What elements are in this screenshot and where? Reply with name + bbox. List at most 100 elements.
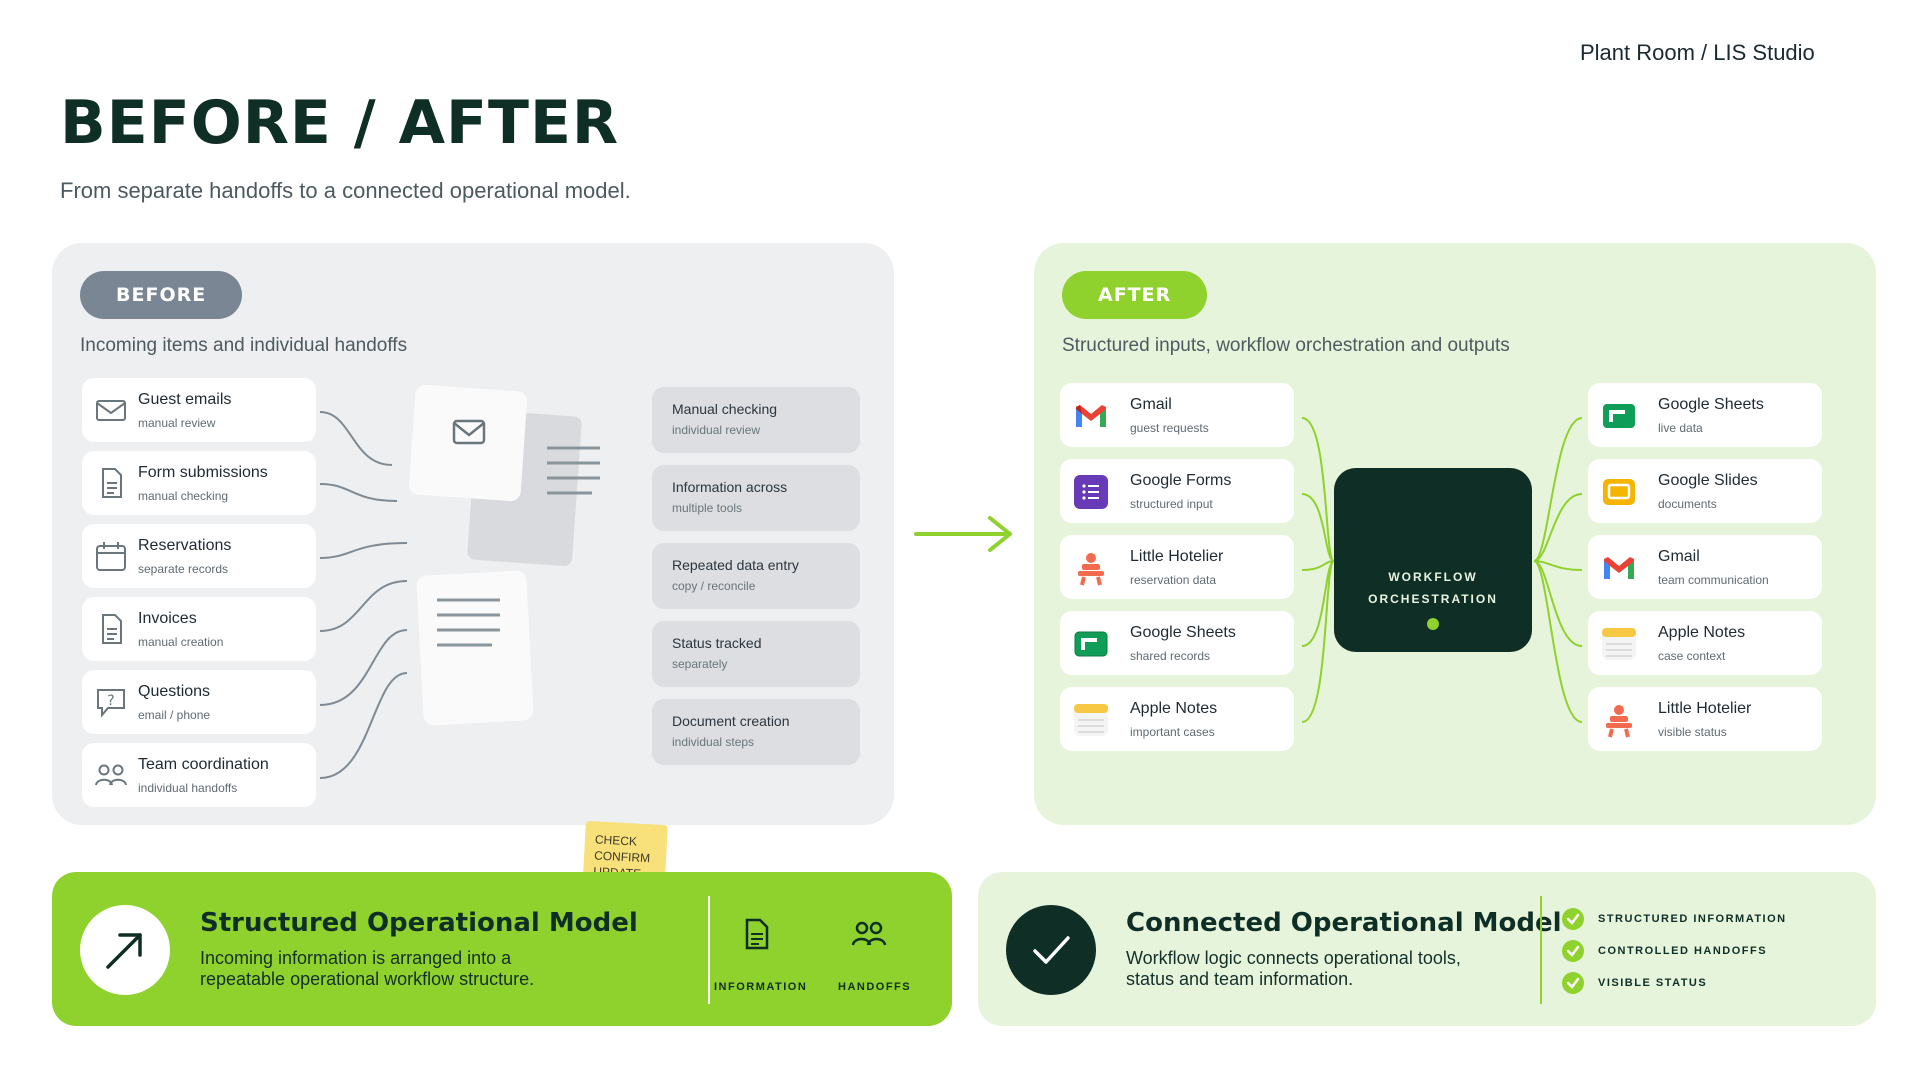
apple-notes-logo bbox=[1074, 704, 1108, 736]
output-card: Apple Notes case context bbox=[1588, 611, 1822, 675]
item-title: Invoices bbox=[138, 610, 197, 627]
item-title: Team coordination bbox=[138, 756, 269, 773]
task-card: Manual checking individual review bbox=[652, 387, 860, 453]
output-title: Gmail bbox=[1658, 548, 1700, 565]
check-label: STRUCTURED INFORMATION bbox=[1598, 913, 1787, 925]
mail-icon bbox=[96, 400, 126, 421]
input-card: Google Forms structured input bbox=[1060, 459, 1294, 523]
input-title: Little Hotelier bbox=[1130, 548, 1224, 565]
before-subtitle: Incoming items and individual handoffs bbox=[80, 335, 408, 356]
output-sub: live data bbox=[1658, 421, 1703, 435]
hub-label: ORCHESTRATION bbox=[1368, 592, 1498, 606]
before-item: Invoices manual creation bbox=[82, 597, 316, 661]
google-slides-logo bbox=[1603, 479, 1635, 505]
input-title: Google Forms bbox=[1130, 472, 1232, 489]
status-dot bbox=[1427, 618, 1439, 630]
task-title: Repeated data entry bbox=[672, 557, 799, 573]
calendar-icon bbox=[96, 542, 126, 571]
output-sub: team communication bbox=[1658, 573, 1769, 587]
card-title: Connected Operational Model bbox=[1126, 908, 1562, 938]
before-item: Form submissions manual checking bbox=[82, 451, 316, 515]
apple-notes-logo bbox=[1602, 628, 1636, 660]
google-forms-logo bbox=[1074, 475, 1108, 509]
output-card: Little Hotelier visible status bbox=[1588, 687, 1822, 751]
output-card: Google Slides documents bbox=[1588, 459, 1822, 523]
information-caption: INFORMATION bbox=[714, 981, 808, 993]
output-title: Little Hotelier bbox=[1658, 700, 1752, 717]
task-card: Information across multiple tools bbox=[652, 465, 860, 531]
before-item: ? Questions email / phone bbox=[82, 670, 316, 734]
input-card: Gmail guest requests bbox=[1060, 383, 1294, 447]
item-title: Reservations bbox=[138, 537, 232, 554]
hub-label: WORKFLOW bbox=[1388, 570, 1478, 584]
handoffs-caption: HANDOFFS bbox=[838, 981, 912, 993]
after-connectors bbox=[1301, 417, 1583, 723]
card-body: Incoming information is arranged into a … bbox=[200, 948, 535, 989]
studio-label: Plant Room / LIS Studio bbox=[1580, 40, 1815, 65]
item-sub: manual creation bbox=[138, 635, 224, 649]
task-title: Document creation bbox=[672, 713, 790, 729]
input-sub: structured input bbox=[1130, 497, 1213, 511]
people-icon bbox=[95, 764, 127, 786]
document-icon bbox=[745, 918, 769, 950]
before-item: Reservations separate records bbox=[82, 524, 316, 588]
little-hotelier-logo bbox=[1078, 553, 1104, 586]
input-sub: reservation data bbox=[1130, 573, 1217, 587]
little-hotelier-logo bbox=[1606, 705, 1632, 738]
structured-model-card: Structured Operational Model Incoming in… bbox=[52, 872, 952, 1026]
output-card: Google Sheets live data bbox=[1588, 383, 1822, 447]
output-title: Google Sheets bbox=[1658, 396, 1764, 413]
item-title: Guest emails bbox=[138, 391, 232, 408]
input-sub: shared records bbox=[1130, 649, 1211, 663]
divider bbox=[1540, 896, 1542, 1004]
check-item: VISIBLE STATUS bbox=[1562, 972, 1852, 994]
check-label: VISIBLE STATUS bbox=[1598, 977, 1708, 989]
people-icon bbox=[851, 921, 887, 946]
input-card: Google Sheets shared records bbox=[1060, 611, 1294, 675]
item-sub: individual handoffs bbox=[138, 781, 238, 795]
before-item: Team coordination individual handoffs bbox=[82, 743, 316, 807]
check-item: CONTROLLED HANDOFFS bbox=[1562, 940, 1852, 962]
task-card: Status tracked separately bbox=[652, 621, 860, 687]
google-sheets-logo bbox=[1074, 631, 1108, 657]
item-sub: separate records bbox=[138, 562, 229, 576]
page-subtitle: From separate handoffs to a connected op… bbox=[60, 178, 631, 203]
check-label: CONTROLLED HANDOFFS bbox=[1598, 945, 1768, 957]
question-icon: ? bbox=[97, 689, 125, 718]
gmail-logo bbox=[1076, 405, 1106, 427]
after-pill: AFTER bbox=[1062, 271, 1208, 319]
input-card: Little Hotelier reservation data bbox=[1060, 535, 1294, 599]
check-icon bbox=[1562, 908, 1584, 930]
card-body: Workflow logic connects operational tool… bbox=[1126, 948, 1461, 989]
arrow-right-icon bbox=[914, 516, 1012, 552]
input-sub: guest requests bbox=[1130, 421, 1209, 435]
task-sub: copy / reconcile bbox=[672, 579, 756, 593]
arrow-up-right-icon bbox=[80, 905, 170, 995]
output-card: Gmail team communication bbox=[1588, 535, 1822, 599]
mail-icon bbox=[452, 419, 486, 445]
task-sub: multiple tools bbox=[672, 501, 743, 515]
before-item: Guest emails manual review bbox=[82, 378, 316, 442]
task-title: Information across bbox=[672, 479, 788, 495]
task-card: Repeated data entry copy / reconcile bbox=[652, 543, 860, 609]
input-title: Gmail bbox=[1130, 396, 1172, 413]
workflow-orchestration-hub: WORKFLOW ORCHESTRATION bbox=[1334, 468, 1532, 652]
output-sub: case context bbox=[1658, 649, 1726, 663]
item-title: Form submissions bbox=[138, 464, 268, 481]
item-sub: email / phone bbox=[138, 708, 211, 722]
item-sub: manual checking bbox=[138, 489, 229, 503]
task-sub: individual steps bbox=[672, 735, 755, 749]
input-title: Apple Notes bbox=[1130, 700, 1218, 717]
check-icon bbox=[1562, 972, 1584, 994]
check-item: STRUCTURED INFORMATION bbox=[1562, 908, 1852, 930]
task-sub: individual review bbox=[672, 423, 761, 437]
task-title: Manual checking bbox=[672, 401, 778, 417]
input-sub: important cases bbox=[1130, 725, 1215, 739]
item-title: Questions bbox=[138, 683, 211, 700]
google-sheets-logo bbox=[1603, 404, 1635, 428]
task-card: Document creation individual steps bbox=[652, 699, 860, 765]
before-panel: BEFORE Incoming items and individual han… bbox=[52, 243, 894, 898]
connected-model-card: Connected Operational Model Workflow log… bbox=[978, 872, 1876, 1026]
item-sub: manual review bbox=[138, 416, 216, 430]
gmail-logo bbox=[1604, 557, 1634, 579]
